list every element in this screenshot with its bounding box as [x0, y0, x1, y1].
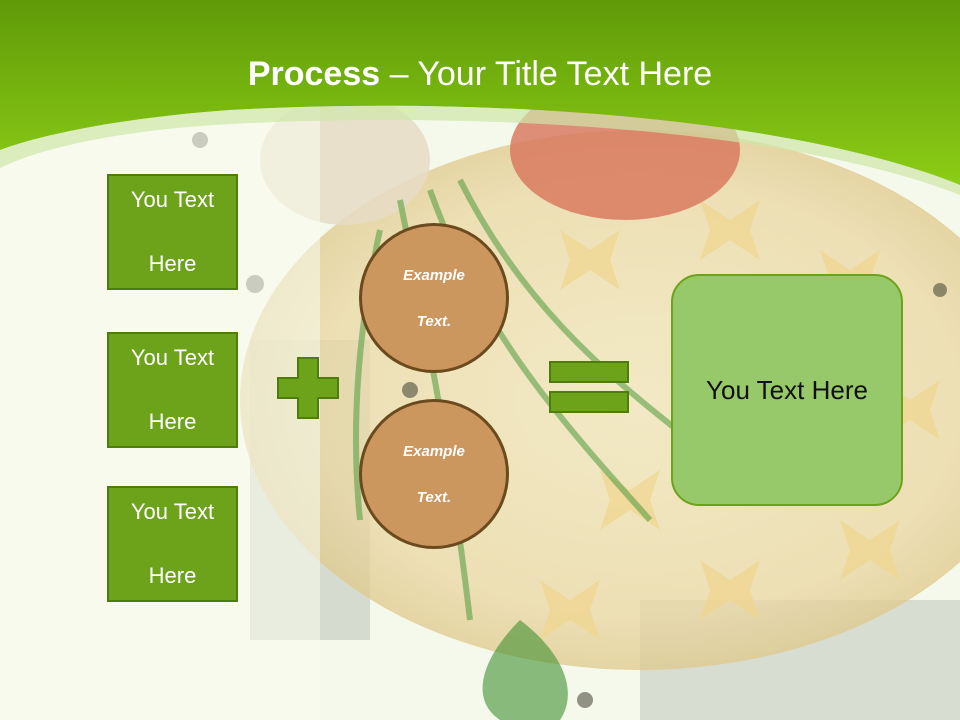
- circle-2-line1: Example: [403, 442, 465, 460]
- title-rest: – Your Title Text Here: [380, 55, 713, 93]
- title-bold: Process: [247, 55, 381, 93]
- slide-title: Process – Your Title Text Here: [0, 52, 960, 96]
- text-box-3-line1: You Text: [130, 499, 215, 524]
- circle-1-line1: Example: [403, 266, 465, 284]
- text-box-1-line1: You Text: [130, 187, 215, 212]
- circle-2-line2: Text.: [416, 488, 452, 506]
- text-box-2-line2: Here: [148, 409, 197, 434]
- result-text: You Text Here: [706, 374, 868, 405]
- circle-1-line2: Text.: [416, 312, 452, 330]
- text-box-2-line1: You Text: [130, 345, 215, 370]
- text-box-3-line2: Here: [148, 563, 197, 588]
- plus-icon: [277, 357, 339, 419]
- equals-icon: [549, 361, 629, 413]
- text-box-1-line2: Here: [148, 251, 197, 276]
- result-box: You Text Here: [671, 274, 903, 506]
